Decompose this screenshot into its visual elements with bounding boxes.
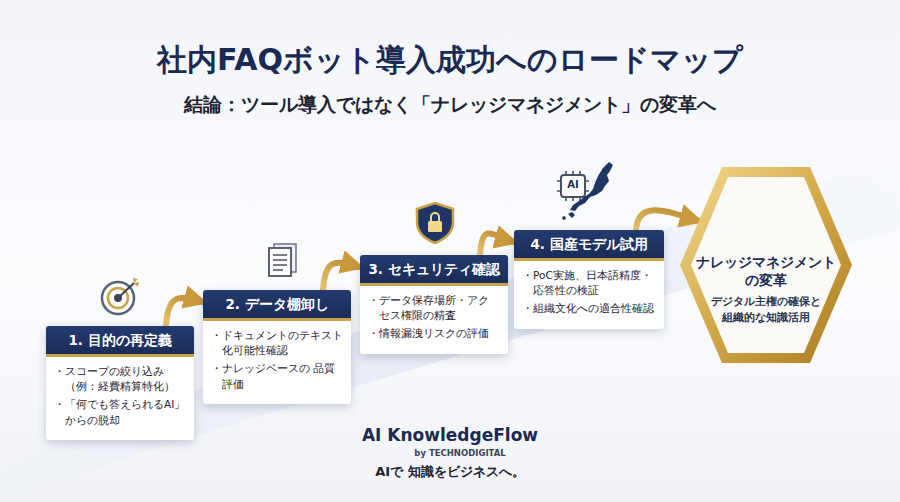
step-bullet: ・「何でも答えられるAI」 からの脱却 — [54, 397, 186, 427]
shield-lock-icon — [417, 203, 453, 243]
step-box: 1. 目的の再定義・スコープの絞り込み （例：経費精算特化）・「何でも答えられる… — [46, 326, 194, 440]
step-bullet: ・スコープの絞り込み （例：経費精算特化） — [54, 364, 186, 394]
step-body: ・PoC実施、日本語精度・ 応答性の検証・組織文化への適合性確認 — [514, 261, 664, 329]
goal-body: デジタル主権の確保と 組織的な知識活用 — [705, 294, 827, 325]
chip-label: AI — [561, 179, 585, 191]
step-box: 3. セキュリティ確認・データ保存場所・アク セス権限の精査・情報漏洩リスクの評… — [360, 255, 508, 354]
step-header: 2. データ棚卸し — [203, 290, 351, 321]
step-bullet: ・ドキュメントのテキスト 化可能性確認 — [211, 328, 343, 358]
step-title: 4. 国産モデル試用 — [520, 236, 658, 253]
document-icon — [269, 244, 296, 276]
goal-hexagon: ナレッジマネジメント の変革デジタル主権の確保と 組織的な知識活用 — [678, 165, 854, 365]
flow-arrow — [636, 210, 699, 230]
step-title: 3. セキュリティ確認 — [366, 261, 502, 278]
step-header: 3. セキュリティ確認 — [360, 255, 508, 286]
flow-arrow — [480, 233, 514, 255]
brand-byline: by TECHNODIGITAL — [260, 448, 660, 458]
hexagon-text: ナレッジマネジメント の変革デジタル主権の確保と 組織的な知識活用 — [678, 253, 854, 325]
goal-heading: ナレッジマネジメント の変革 — [692, 253, 840, 289]
step-box: 2. データ棚卸し・ドキュメントのテキスト 化可能性確認・ナレッジベースの 品質… — [203, 290, 351, 404]
step-bullet: ・PoC実施、日本語精度・ 応答性の検証 — [522, 268, 656, 298]
step-title: 2. データ棚卸し — [209, 296, 345, 313]
step-title: 1. 目的の再定義 — [52, 332, 188, 349]
brand-name: AI KnowledgeFlow — [250, 425, 650, 445]
step-body: ・スコープの絞り込み （例：経費精算特化）・「何でも答えられるAI」 からの脱却 — [46, 357, 194, 440]
step-box: 4. 国産モデル試用・PoC実施、日本語精度・ 応答性の検証・組織文化への適合性… — [514, 230, 664, 329]
step-body: ・データ保存場所・アク セス権限の精査・情報漏洩リスクの評価 — [360, 286, 508, 354]
page-title: 社内FAQボット導入成功へのロードマップ — [0, 40, 900, 81]
brand-tagline: AIで 知識をビジネスへ。 — [250, 464, 650, 480]
step-header: 1. 目的の再定義 — [46, 326, 194, 357]
step-bullet: ・データ保存場所・アク セス権限の精査 — [368, 293, 500, 323]
step-body: ・ドキュメントのテキスト 化可能性確認・ナレッジベースの 品質評価 — [203, 321, 351, 404]
step-bullet: ・ナレッジベースの 品質評価 — [211, 361, 343, 391]
flow-arrow — [166, 298, 203, 326]
chip-japan-icon — [557, 162, 613, 220]
background-sweep — [0, 160, 900, 500]
target-icon — [102, 278, 139, 314]
step-header: 4. 国産モデル試用 — [514, 230, 664, 261]
step-bullet: ・情報漏洩リスクの評価 — [368, 326, 500, 341]
step-bullet: ・組織文化への適合性確認 — [522, 301, 656, 316]
page-subtitle: 結論：ツール導入ではなく「ナレッジマネジメント」の変革へ — [0, 92, 900, 118]
flow-arrow — [323, 263, 360, 290]
